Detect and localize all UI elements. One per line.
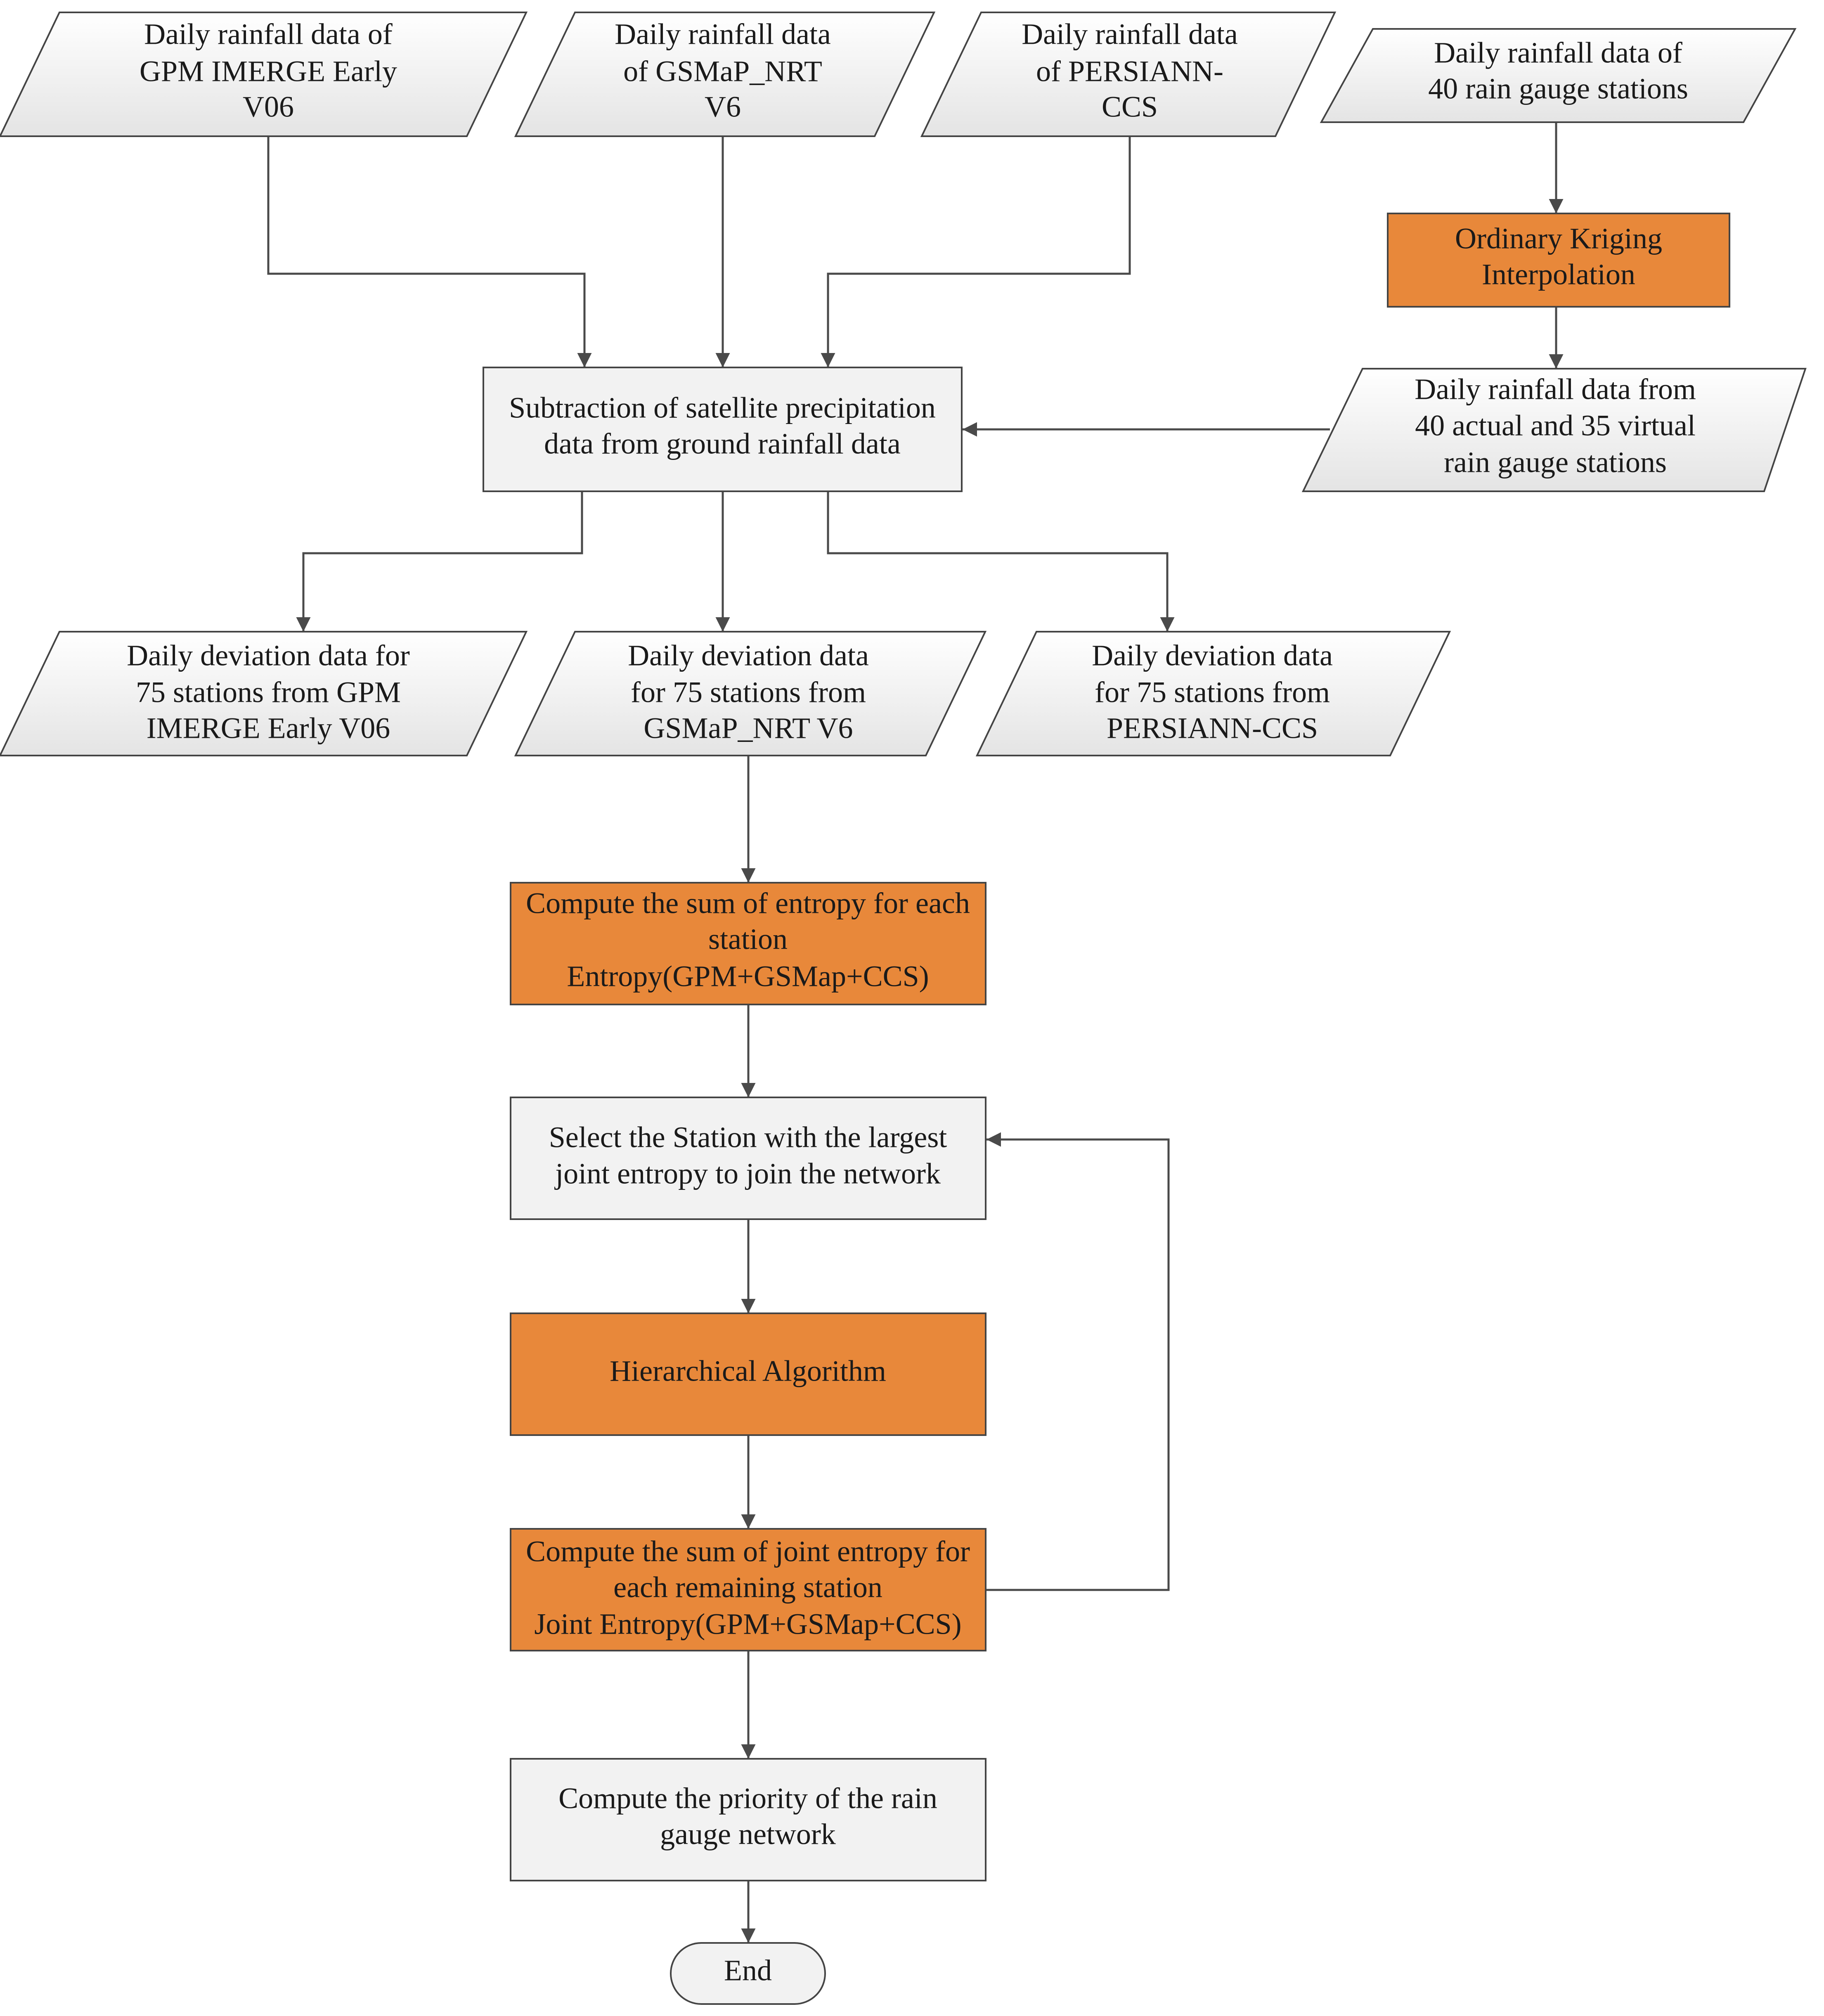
arrow-joint-entropy-loop-to-select [986,1132,1170,1591]
process-select-station: Select the Station with the largest join… [510,1097,987,1220]
arrow-subtraction-to-gpm-deviation [296,491,583,632]
gsmap-deviation-line-3: GSMaP_NRT V6 [643,712,853,745]
gsmap-deviation-line-2: for 75 stations from [631,676,866,709]
end-label: End [724,1954,772,1987]
gpm-input-line-1: Daily rainfall data of [144,18,393,51]
process-priority: Compute the priority of the rain gauge n… [510,1758,987,1881]
entropy-sum-line-2: station [708,923,788,956]
data-combined-stations: Daily rainfall data from 40 actual and 3… [1301,368,1807,492]
data-gpm-deviation: Daily deviation data for 75 stations fro… [0,631,528,756]
connectors [267,122,1564,1943]
data-gsmap-deviation: Daily deviation data for 75 stations fro… [514,631,987,756]
gauge-input-line-2: 40 rain gauge stations [1428,72,1688,105]
priority-line-2: gauge network [660,1818,836,1851]
subtraction-line-1: Subtraction of satellite precipitation [509,391,936,424]
subtraction-line-2: data from ground rainfall data [544,427,901,460]
input-gsmap-rainfall: Daily rainfall data of GSMaP_NRT V6 [514,12,936,137]
process-hierarchical-algorithm: Hierarchical Algorithm [510,1312,987,1436]
hierarchical-label: Hierarchical Algorithm [610,1355,886,1388]
persiann-input-line-1: Daily rainfall data [1022,18,1238,51]
input-gpm-rainfall: Daily rainfall data of GPM IMERGE Early … [0,12,528,137]
process-joint-entropy: Compute the sum of joint entropy for eac… [510,1528,987,1651]
terminator-end: End [670,1942,826,2005]
joint-entropy-line-1: Compute the sum of joint entropy for [526,1535,970,1568]
persiann-deviation-line-3: PERSIANN-CCS [1107,712,1318,745]
gpm-deviation-line-2: 75 stations from GPM [136,676,401,709]
persiann-input-line-3: CCS [1102,90,1158,123]
gsmap-deviation-line-1: Daily deviation data [628,639,869,672]
persiann-deviation-line-2: for 75 stations from [1095,676,1330,709]
combined-line-3: rain gauge stations [1444,446,1667,479]
joint-entropy-line-2: each remaining station [613,1571,882,1604]
arrow-subtraction-to-persiann-deviation [827,491,1175,632]
gsmap-input-line-3: V6 [705,90,741,123]
combined-line-1: Daily rainfall data from [1415,373,1696,406]
process-entropy-sum: Compute the sum of entropy for each stat… [510,882,987,1005]
joint-entropy-line-3: Joint Entropy(GPM+GSMap+CCS) [534,1608,961,1641]
gsmap-input-line-1: Daily rainfall data [615,18,831,51]
gauge-input-line-1: Daily rainfall data of [1434,36,1682,69]
persiann-deviation-line-1: Daily deviation data [1092,639,1333,672]
select-station-line-2: joint entropy to join the network [554,1157,941,1190]
arrow-persiann-to-subtraction [821,136,1131,367]
combined-line-2: 40 actual and 35 virtual [1415,409,1696,442]
data-persiann-deviation: Daily deviation data for 75 stations fro… [975,631,1451,756]
gpm-input-line-3: V06 [243,90,294,123]
gpm-deviation-line-1: Daily deviation data for [127,639,410,672]
gpm-input-line-2: GPM IMERGE Early [140,55,397,88]
kriging-line-1: Ordinary Kriging [1455,222,1662,255]
priority-line-1: Compute the priority of the rain [558,1782,937,1815]
input-persiann-rainfall: Daily rainfall data of PERSIANN- CCS [920,12,1337,137]
entropy-sum-line-1: Compute the sum of entropy for each [526,887,970,920]
kriging-line-2: Interpolation [1482,258,1635,291]
arrow-gpm-to-subtraction [267,136,592,367]
process-subtraction: Subtraction of satellite precipitation d… [483,367,963,492]
persiann-input-line-2: of PERSIANN- [1036,55,1223,88]
process-ordinary-kriging: Ordinary Kriging Interpolation [1387,213,1730,308]
input-rain-gauge-stations: Daily rainfall data of 40 rain gauge sta… [1320,28,1797,123]
entropy-sum-line-3: Entropy(GPM+GSMap+CCS) [567,960,929,993]
gsmap-input-line-2: of GSMaP_NRT [623,55,822,88]
select-station-line-1: Select the Station with the largest [549,1121,947,1154]
gpm-deviation-line-3: IMERGE Early V06 [147,712,390,745]
